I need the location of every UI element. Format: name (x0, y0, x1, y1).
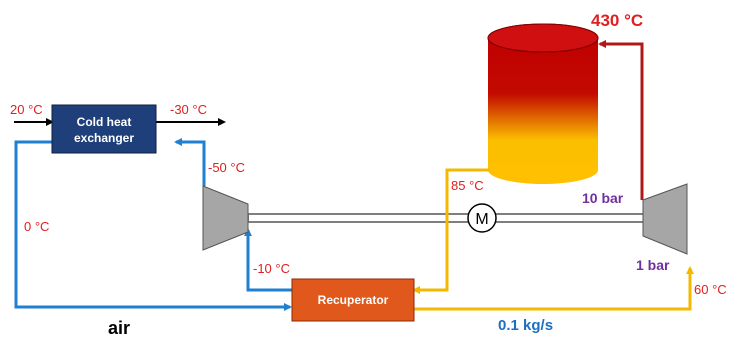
label-minus30c: -30 °C (170, 102, 207, 117)
motor: M (467, 203, 497, 233)
cold-hx-label-line1: Cold heat (77, 115, 132, 129)
label-air: air (108, 318, 130, 338)
flow-line-left-return (14, 140, 292, 311)
label-85c: 85 °C (451, 178, 484, 193)
label-20c: 20 °C (10, 102, 43, 117)
label-10bar: 10 bar (582, 190, 624, 206)
cold-heat-exchanger: Cold heat exchanger (51, 104, 157, 154)
flow-line-recuperator-to-right (414, 266, 694, 311)
flow-line-tank-to-recuperator (412, 168, 490, 294)
motor-label: M (475, 211, 488, 228)
flow-line-to-cold-hx (174, 138, 206, 186)
recuperator: Recuperator (291, 278, 415, 322)
flow-line-recuperator-to-machine (244, 228, 292, 292)
hot-storage-tank (487, 23, 599, 184)
label-430c: 430 °C (591, 11, 643, 30)
label-minus10c: -10 °C (253, 261, 290, 276)
label-minus50c: -50 °C (208, 160, 245, 175)
label-0c: 0 °C (24, 219, 49, 234)
right-machine (642, 183, 688, 255)
label-1bar: 1 bar (636, 257, 670, 273)
cold-hx-label-line2: exchanger (74, 131, 134, 145)
label-mass-flow: 0.1 kg/s (498, 317, 553, 334)
left-machine (202, 185, 249, 251)
label-60c: 60 °C (694, 282, 727, 297)
recuperator-label: Recuperator (318, 293, 389, 307)
flow-line-to-tank-top (598, 40, 644, 200)
